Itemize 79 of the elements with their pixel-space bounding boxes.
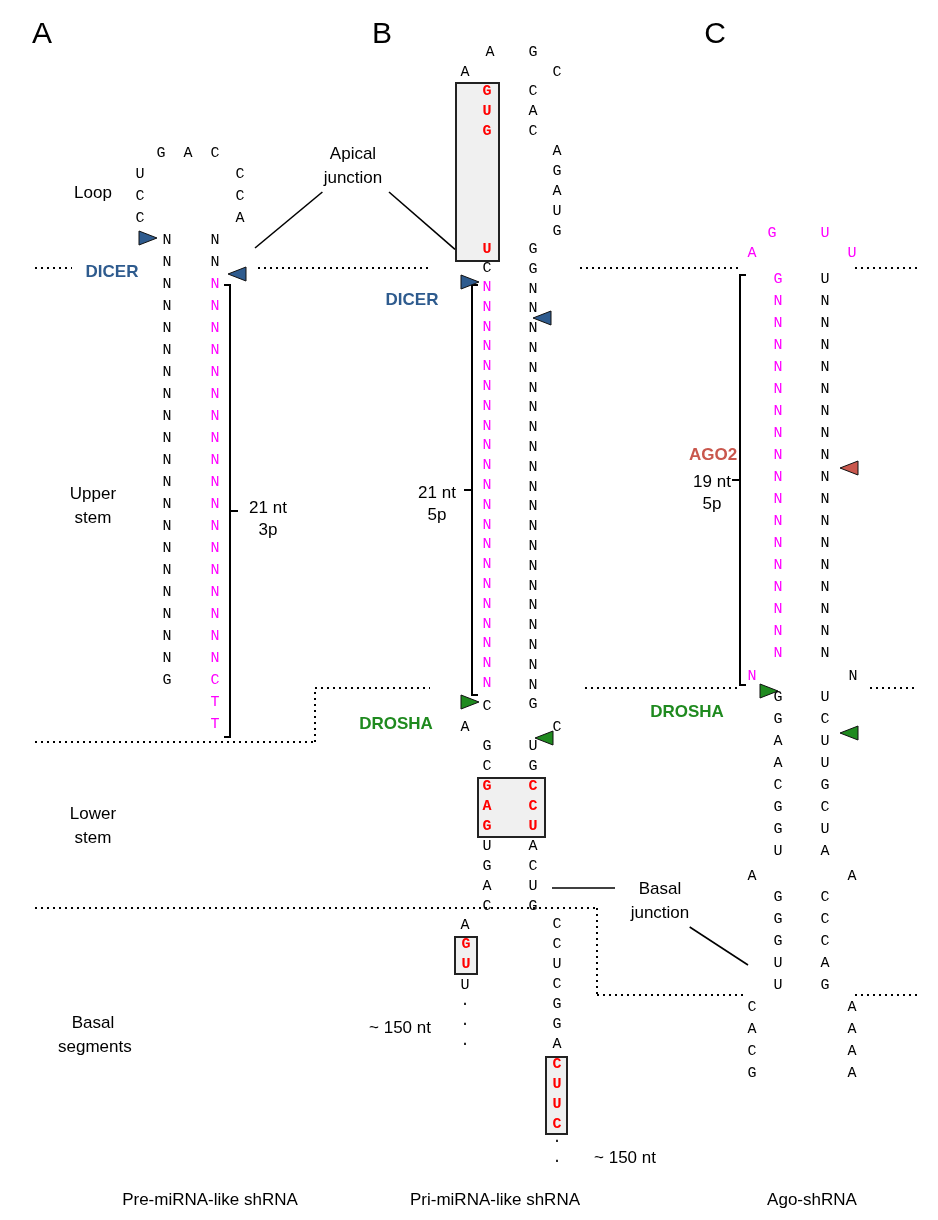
- callout-text: Apical junction: [308, 142, 398, 190]
- nucleotide-letters: UCC: [135, 165, 145, 229]
- construct-caption: Pre-miRNA-like shRNA: [122, 1190, 298, 1210]
- enzyme-label: DICER: [385, 290, 439, 310]
- nucleotide-letters: CCA: [235, 165, 245, 229]
- highlight-box: [477, 777, 546, 838]
- highlight-box: [455, 82, 500, 262]
- nucleotide: U: [460, 976, 470, 994]
- enzyme-label: DROSHA: [650, 702, 724, 722]
- construct-caption: Pri-miRNA-like shRNA: [410, 1190, 580, 1210]
- nucleotide-letters: CCU: [528, 777, 538, 837]
- length-label: 5p: [702, 494, 722, 514]
- highlight-box: [454, 936, 478, 975]
- nucleotide: A: [847, 867, 857, 885]
- nucleotide-letters: UNNNNNNNNNNNNNNNNN: [820, 270, 830, 664]
- continuation-dots: ...: [460, 992, 470, 1052]
- nucleotide-letters: CCCAG: [820, 888, 830, 996]
- panel-letter: C: [704, 16, 726, 50]
- nucleotide-letters: CAC: [528, 82, 538, 142]
- nucleotide-letters: GNNNNNNNNNNNNNNNNN: [773, 270, 783, 664]
- nucleotide-letters: GU: [461, 935, 471, 975]
- enzyme-label: AGO2: [688, 445, 738, 465]
- nucleotide-letters: GAC: [155, 144, 238, 162]
- nucleotide-letters: GGGUU: [773, 888, 783, 996]
- nucleotide: A: [747, 244, 757, 262]
- nucleotide-letters: U: [482, 240, 492, 260]
- nucleotide: U: [847, 244, 857, 262]
- nucleotide-letters: ACUG: [528, 837, 538, 917]
- nucleotide: C: [552, 718, 562, 736]
- nucleotide-letters: NN: [210, 231, 220, 273]
- construct-caption: Ago-shRNA: [767, 1190, 857, 1210]
- length-label: 19 nt: [693, 472, 731, 492]
- nucleotide: A: [747, 867, 757, 885]
- nucleotide-letters: GUG: [482, 82, 492, 142]
- length-label: 3p: [258, 520, 278, 540]
- enzyme-label: DICER: [85, 262, 139, 282]
- row-label: Lower stem: [68, 803, 118, 849]
- nucleotide: A: [460, 718, 470, 736]
- highlight-box: [545, 1056, 568, 1135]
- nucleotide-letters: UGAC: [482, 837, 492, 917]
- nucleotide-letters: UCUUGCUA: [820, 688, 830, 862]
- nucleotide: G: [767, 224, 777, 242]
- nucleotide: C: [552, 63, 562, 81]
- nucleotide: A: [460, 63, 470, 81]
- nucleotide: N: [848, 667, 858, 685]
- row-label: Upper stem: [68, 483, 118, 529]
- length-label: ~ 150 nt: [369, 1018, 431, 1038]
- nucleotide-letters: GAG: [482, 777, 492, 837]
- nucleotide-letters: GGAACGGU: [773, 688, 783, 862]
- nucleotide: A: [460, 916, 470, 934]
- leader-line: [388, 191, 456, 251]
- nucleotide: C: [482, 697, 492, 715]
- panel-letter: A: [32, 16, 52, 50]
- nucleotide: C: [482, 259, 492, 277]
- length-label: 21 nt: [249, 498, 287, 518]
- nucleotide-letters: GGNNNNNNNNNNNNNNNNNNNNNG: [528, 240, 538, 716]
- row-label: Loop: [74, 183, 112, 203]
- leader-line: [551, 887, 616, 889]
- nucleotide-letters: UG: [528, 737, 538, 777]
- nucleotide: A: [485, 43, 495, 61]
- nucleotide-letters: NNNNNNNNNNNNNNNNNNCTT: [210, 275, 220, 735]
- nucleotide-letters: AAAA: [847, 998, 857, 1084]
- nucleotide-letters: CCUCGGA: [552, 915, 562, 1055]
- nucleotide-letters: NNNNNNNNNNNNNNNNNNNNN: [482, 278, 492, 694]
- leader-line: [688, 926, 749, 966]
- callout-text: Basal junction: [615, 877, 705, 925]
- length-label: 5p: [427, 505, 447, 525]
- leader-line: [254, 191, 324, 249]
- panel-letter: B: [372, 16, 392, 50]
- enzyme-label: DROSHA: [359, 714, 433, 734]
- nucleotide: U: [820, 224, 830, 242]
- nucleotide: N: [747, 667, 757, 685]
- nucleotide-letters: CACG: [747, 998, 757, 1084]
- length-label: 21 nt: [418, 483, 456, 503]
- nucleotide-letters: GC: [482, 737, 492, 777]
- nucleotide: G: [528, 43, 538, 61]
- nucleotide-letters: AGAUG: [552, 142, 562, 242]
- length-label: ~ 150 nt: [594, 1148, 656, 1168]
- nucleotide-letters: NNNNNNNNNNNNNNNNNNNNG: [162, 231, 172, 691]
